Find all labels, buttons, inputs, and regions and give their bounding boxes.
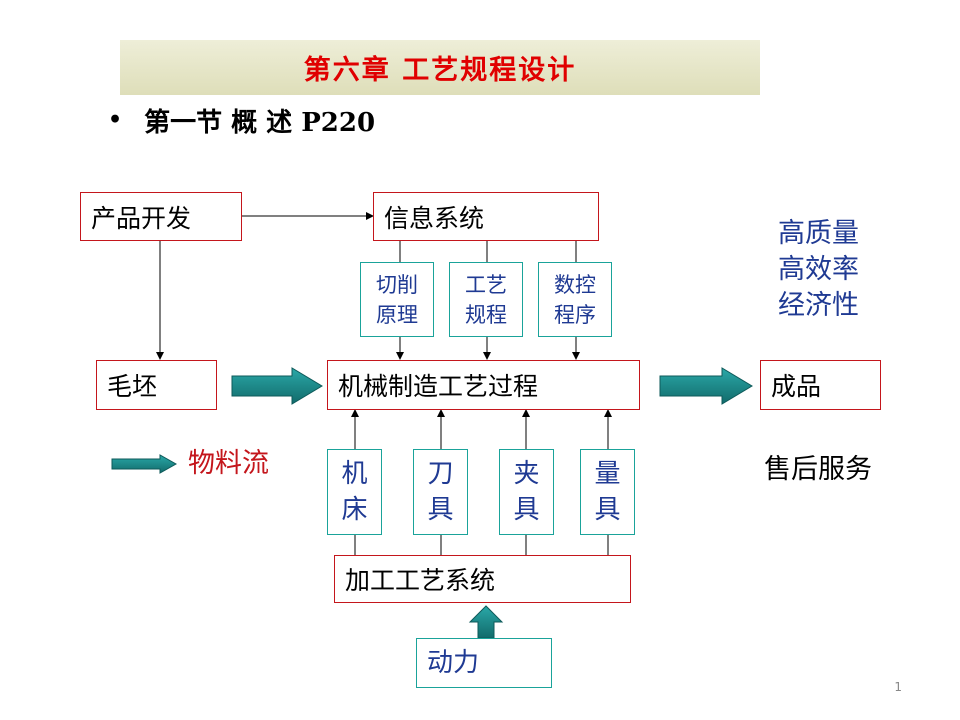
flow-arrow-mfg-to-finished bbox=[659, 367, 753, 405]
slide-title: 第六章 工艺规程设计 bbox=[303, 55, 577, 86]
legend-flow-arrow bbox=[111, 454, 178, 474]
flow-arrow-blank-to-mfg bbox=[231, 367, 323, 405]
node-finished-product: 成品 bbox=[760, 360, 881, 410]
goals-list: 高质量 高效率 经济性 bbox=[778, 216, 859, 324]
node-blank: 毛坯 bbox=[96, 360, 217, 410]
node-fixture-label: 夹 具 bbox=[513, 459, 540, 525]
node-information-system-label: 信息系统 bbox=[384, 203, 485, 233]
goal-item: 高效率 bbox=[778, 254, 859, 285]
node-power-label: 动力 bbox=[427, 648, 480, 678]
node-machine-tool: 机 床 bbox=[327, 449, 382, 535]
node-nc-program-label: 数控 程序 bbox=[554, 272, 596, 327]
node-manufacturing-process-label: 机械制造工艺过程 bbox=[338, 372, 539, 401]
node-product-development-label: 产品开发 bbox=[91, 203, 192, 233]
node-gauge-label: 量 具 bbox=[594, 459, 621, 525]
after-sales-label: 售后服务 bbox=[764, 454, 872, 485]
page-number: 1 bbox=[894, 680, 902, 694]
node-cutter: 刀 具 bbox=[413, 449, 468, 535]
goal-item: 经济性 bbox=[778, 290, 859, 321]
node-nc-program: 数控 程序 bbox=[538, 262, 612, 337]
title-bar: 第六章 工艺规程设计 bbox=[120, 40, 760, 95]
node-cutting-principle: 切削 原理 bbox=[360, 262, 434, 337]
node-process-specification-label: 工艺 规程 bbox=[465, 272, 507, 327]
node-cutter-label: 刀 具 bbox=[427, 459, 454, 525]
node-manufacturing-process: 机械制造工艺过程 bbox=[327, 360, 640, 410]
section-heading-text: 第一节 概 述 P220 bbox=[144, 107, 376, 138]
node-product-development: 产品开发 bbox=[80, 192, 242, 241]
bullet-icon: • bbox=[108, 107, 123, 133]
node-power: 动力 bbox=[416, 638, 552, 688]
node-cutting-principle-label: 切削 原理 bbox=[376, 272, 418, 327]
node-processing-system: 加工工艺系统 bbox=[334, 555, 631, 603]
goal-item: 高质量 bbox=[778, 218, 859, 249]
section-heading: • 第一节 概 述 P220 bbox=[108, 100, 375, 140]
node-finished-product-label: 成品 bbox=[771, 372, 822, 401]
node-machine-tool-label: 机 床 bbox=[341, 459, 368, 525]
node-processing-system-label: 加工工艺系统 bbox=[345, 566, 496, 595]
legend-label: 物料流 bbox=[188, 448, 269, 479]
node-fixture: 夹 具 bbox=[499, 449, 554, 535]
node-information-system: 信息系统 bbox=[373, 192, 599, 241]
node-process-specification: 工艺 规程 bbox=[449, 262, 523, 337]
node-blank-label: 毛坯 bbox=[107, 372, 158, 401]
node-gauge: 量 具 bbox=[580, 449, 635, 535]
power-up-arrow bbox=[468, 605, 504, 639]
